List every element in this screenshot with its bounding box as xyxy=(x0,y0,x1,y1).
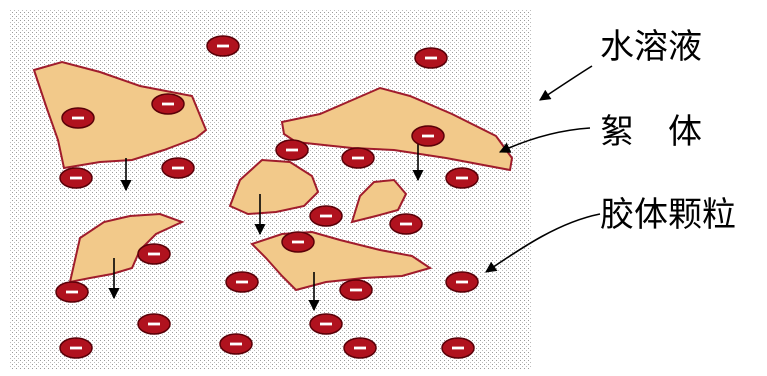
negative-charge-icon xyxy=(72,117,84,120)
colloid-particle xyxy=(62,108,94,128)
negative-charge-icon xyxy=(350,289,362,292)
negative-charge-icon xyxy=(422,135,434,138)
negative-charge-icon xyxy=(320,323,332,326)
label-floc: 絮 体 xyxy=(600,112,702,152)
colloid-particle xyxy=(152,94,184,114)
colloid-particle xyxy=(340,280,372,300)
negative-charge-icon xyxy=(354,347,366,350)
negative-charge-icon xyxy=(230,343,242,346)
negative-charge-icon xyxy=(456,281,468,284)
colloid-particle xyxy=(138,314,170,334)
negative-charge-icon xyxy=(66,291,78,294)
colloid-particle xyxy=(56,282,88,302)
colloid-particle xyxy=(446,168,478,188)
negative-charge-icon xyxy=(236,281,248,284)
negative-charge-icon xyxy=(286,149,298,152)
colloid-particle xyxy=(344,338,376,358)
negative-charge-icon xyxy=(162,103,174,106)
negative-charge-icon xyxy=(148,253,160,256)
label-solution: 水溶液 xyxy=(600,27,702,67)
colloid-particle xyxy=(220,334,252,354)
negative-charge-icon xyxy=(292,241,304,244)
negative-charge-icon xyxy=(320,215,332,218)
negative-charge-icon xyxy=(70,347,82,350)
negative-charge-icon xyxy=(425,57,437,60)
colloid-particle xyxy=(390,214,422,234)
colloid-particle xyxy=(310,206,342,226)
negative-charge-icon xyxy=(172,167,184,170)
colloid-particle xyxy=(60,338,92,358)
colloid-particle xyxy=(162,158,194,178)
negative-charge-icon xyxy=(452,347,464,350)
colloid-particle xyxy=(442,338,474,358)
colloid-particle xyxy=(276,140,308,160)
colloid-particle xyxy=(138,244,170,264)
colloid-particle xyxy=(412,126,444,146)
colloid-particle xyxy=(226,272,258,292)
negative-charge-icon xyxy=(456,177,468,180)
colloid-particle xyxy=(310,314,342,334)
label-particle: 胶体颗粒 xyxy=(600,195,736,235)
colloid-particle xyxy=(207,36,239,56)
colloid-particle xyxy=(282,232,314,252)
pointer-solution xyxy=(540,66,592,100)
negative-charge-icon xyxy=(70,177,82,180)
colloid-particle xyxy=(60,168,92,188)
colloid-particle xyxy=(415,48,447,68)
negative-charge-icon xyxy=(352,157,364,160)
negative-charge-icon xyxy=(148,323,160,326)
negative-charge-icon xyxy=(217,45,229,48)
colloid-particle xyxy=(342,148,374,168)
colloid-particle xyxy=(446,272,478,292)
negative-charge-icon xyxy=(400,223,412,226)
